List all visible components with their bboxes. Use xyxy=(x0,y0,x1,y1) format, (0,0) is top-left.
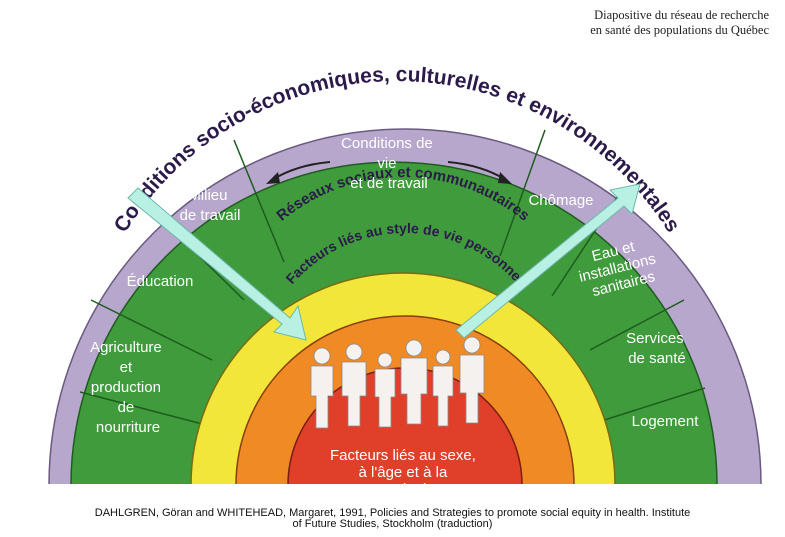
arrowhead-left-icon xyxy=(266,172,280,184)
reference-citation: DAHLGREN, Göran and WHITEHEAD, Margaret,… xyxy=(0,508,785,530)
sector-chomage: Chômage xyxy=(528,192,593,209)
arrow-right xyxy=(455,183,641,339)
credit-line-1: Diapositive du réseau de recherche xyxy=(594,8,769,22)
people-icon xyxy=(310,336,485,429)
citation-line-1: DAHLGREN, Göran and WHITEHEAD, Margaret,… xyxy=(94,507,691,519)
influence-arrows xyxy=(127,183,641,341)
source-credit: Diapositive du réseau de recherche en sa… xyxy=(590,8,769,38)
sector-education: Éducation xyxy=(127,273,194,290)
citation-line-2: of Future Studies, Stockholm (traduction… xyxy=(292,518,493,530)
sector-conditions-vie: Conditions de vie et de travail xyxy=(341,135,437,192)
credit-line-2: en santé des populations du Québec xyxy=(590,23,769,37)
sector-logement: Logement xyxy=(632,413,700,430)
sector-eau: Eau et installations sanitaires xyxy=(573,233,665,302)
arrow-left xyxy=(127,187,307,341)
core-label: Facteurs liés au sexe, à l'âge et à la c… xyxy=(330,447,480,498)
sector-milieu-travail: Milieu de travail xyxy=(180,187,241,224)
sector-agriculture: Agriculture et production de nourriture xyxy=(90,339,166,436)
baseline xyxy=(40,484,770,504)
sector-services-sante: Services de santé xyxy=(626,330,688,367)
arrowhead-right-icon xyxy=(498,172,512,184)
